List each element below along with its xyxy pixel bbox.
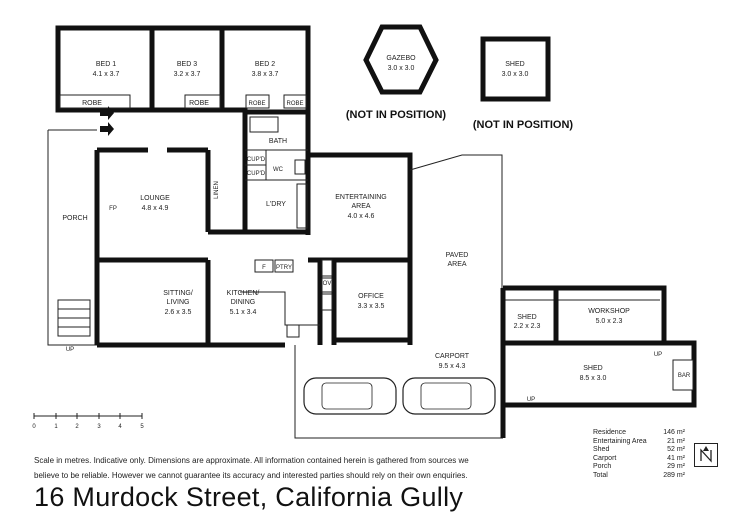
area-label: Carport: [593, 454, 617, 462]
bath-label: BATH: [269, 138, 287, 145]
porch-label: PORCH: [62, 215, 87, 222]
linen-label: LINEN: [214, 181, 220, 199]
area-label: Shed: [593, 446, 610, 454]
carport-name: CARPORT: [435, 353, 470, 360]
up-label: UP: [66, 347, 74, 353]
shed-big-dims: 8.5 x 3.0: [580, 375, 607, 382]
area-row: Residence 146 m²: [593, 429, 685, 438]
area-value: 146 m²: [663, 429, 685, 436]
disclaimer: Scale in metres. Indicative only. Dimens…: [34, 453, 594, 483]
entertaining-dims: 4.0 x 4.6: [348, 213, 375, 220]
gazebo-dims: 3.0 x 3.0: [388, 65, 415, 72]
disclaimer-line: Scale in metres. Indicative only. Dimens…: [34, 456, 469, 465]
scale-tick: 3: [97, 424, 101, 430]
sitting-name: SITTING/: [163, 290, 193, 297]
area-row: Porch 29 m²: [593, 463, 685, 472]
residence-walls: [47, 25, 413, 348]
area-summary: Residence 146 m² Entertaining Area 21 m²…: [593, 429, 685, 481]
cupd-label: CUP'D: [247, 171, 266, 177]
workshop-name: WORKSHOP: [588, 308, 630, 315]
carport-dims: 9.5 x 4.3: [439, 363, 466, 370]
not-in-position-note: (NOT IN POSITION): [346, 109, 447, 121]
robe-label: ROBE: [189, 100, 209, 107]
sitting-name2: LIVING: [167, 299, 190, 306]
bed3-name: BED 3: [177, 61, 197, 68]
entry-arrow-icon: [100, 106, 114, 120]
area-label: Porch: [593, 463, 612, 471]
scale-tick: 1: [54, 424, 58, 430]
up-label: UP: [654, 352, 662, 358]
office-dims: 3.3 x 3.5: [358, 303, 385, 310]
kitchen-name: KITCHEN/: [227, 290, 260, 297]
office-name: OFFICE: [358, 293, 384, 300]
area-row: Total 289 m²: [593, 472, 685, 481]
lounge-dims: 4.8 x 4.9: [142, 205, 169, 212]
area-value: 29 m²: [667, 463, 685, 471]
disclaimer-line: believe to be reliable. However we canno…: [34, 471, 468, 480]
area-row: Shed 52 m²: [593, 446, 685, 455]
bed3-dims: 3.2 x 3.7: [174, 71, 201, 78]
area-label: Residence: [593, 429, 627, 436]
cars: [303, 377, 496, 415]
wc-label: WC: [273, 167, 284, 173]
bed1-name: BED 1: [96, 61, 116, 68]
cupd-label: CUP'D: [247, 157, 266, 163]
outbuilding-walls: [294, 24, 697, 439]
shed-top-dims: 3.0 x 3.0: [502, 71, 529, 78]
north-arrow-icon: [694, 443, 718, 467]
area-value: 289 m²: [663, 471, 685, 479]
area-label: Entertaining Area: [593, 437, 647, 445]
shed-small-dims: 2.2 x 2.3: [514, 323, 541, 330]
robe-label: ROBE: [82, 100, 102, 107]
kitchen-name2: DINING: [231, 299, 256, 306]
property-address: 16 Murdock Street, California Gully: [34, 482, 464, 512]
area-value: 21 m²: [667, 437, 685, 445]
bed2-name: BED 2: [255, 61, 275, 68]
gazebo-outline: [363, 24, 439, 95]
scale-tick: 0: [32, 424, 36, 430]
shed-top-outline: [480, 36, 551, 102]
pantry-label: PTRY: [276, 265, 292, 271]
sitting-dims: 2.6 x 3.5: [165, 309, 192, 316]
area-label: Total: [593, 471, 608, 479]
fireplace-label: FP: [109, 206, 117, 212]
robe-label: ROBE: [248, 101, 265, 107]
entry-arrow-icon: [100, 122, 114, 136]
shed-small-name: SHED: [517, 314, 536, 321]
scale-tick: 4: [118, 424, 122, 430]
paved-label: PAVED: [446, 252, 469, 259]
area-value: 41 m²: [667, 454, 685, 462]
area-row: Entertaining Area 21 m²: [593, 438, 685, 447]
room-labels: BED 1 4.1 x 3.7 BED 3 3.2 x 3.7 BED 2 3.…: [62, 55, 690, 403]
not-in-position-note: (NOT IN POSITION): [473, 119, 574, 131]
bed1-dims: 4.1 x 3.7: [93, 71, 120, 78]
gazebo-name: GAZEBO: [386, 55, 416, 62]
area-value: 52 m²: [667, 446, 685, 454]
laundry-label: L'DRY: [266, 201, 286, 208]
workshop-dims: 5.0 x 2.3: [596, 318, 623, 325]
scale-tick: 5: [140, 424, 144, 430]
scale-tick: 2: [75, 424, 79, 430]
bar-label: BAR: [678, 373, 691, 379]
oven-label: OV: [323, 281, 332, 287]
scale-bar: 0 1 2 3 4 5: [32, 413, 144, 430]
shed-big-name: SHED: [583, 365, 602, 372]
paved-area-label: AREA: [447, 261, 466, 268]
robe-label: ROBE: [286, 101, 303, 107]
kitchen-dims: 5.1 x 3.4: [230, 309, 257, 316]
area-row: Carport 41 m²: [593, 455, 685, 464]
shed-top-name: SHED: [505, 61, 524, 68]
up-label: UP: [527, 397, 535, 403]
entertaining-name2: AREA: [351, 203, 370, 210]
fridge-label: F: [262, 265, 266, 271]
bed2-dims: 3.8 x 3.7: [252, 71, 279, 78]
entertaining-name: ENTERTAINING: [335, 194, 386, 201]
stairs-up: [57, 299, 91, 337]
lounge-name: LOUNGE: [140, 195, 170, 202]
